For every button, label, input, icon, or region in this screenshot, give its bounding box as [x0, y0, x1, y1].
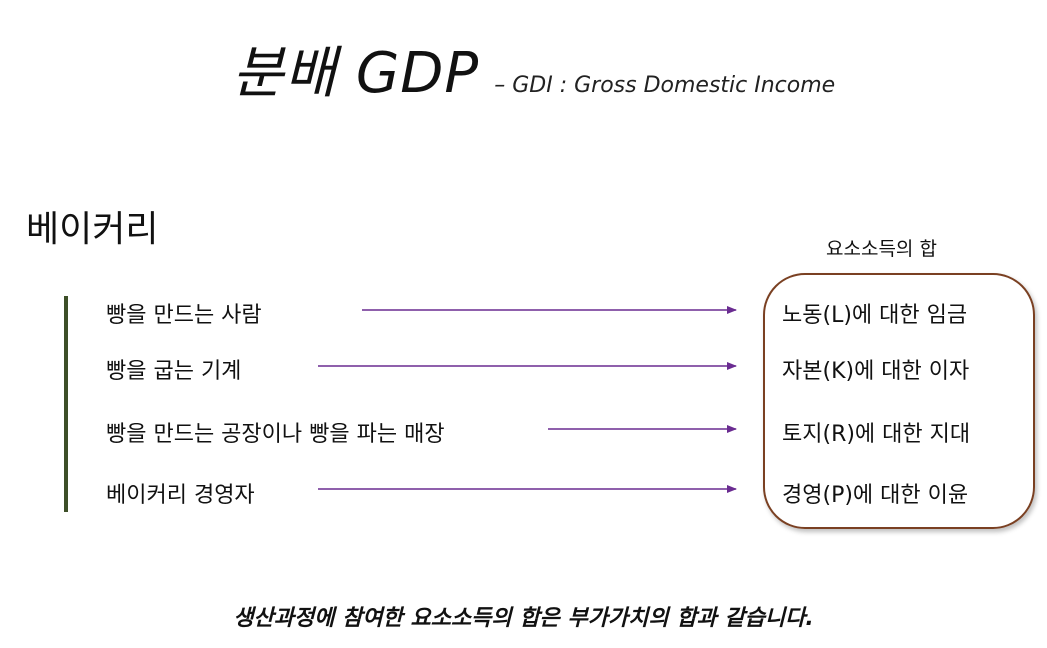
- right-item-interest: 자본(K)에 대한 이자: [782, 359, 970, 384]
- page-title: 분배 GDP – GDI : Gross Domestic Income: [232, 28, 835, 109]
- left-item-land: 빵을 만드는 공장이나 빵을 파는 매장: [106, 422, 445, 447]
- left-item-labor: 빵을 만드는 사람: [106, 303, 262, 328]
- left-item-entrepreneur: 베이커리 경영자: [106, 483, 255, 508]
- title-main: 분배 GDP: [232, 41, 480, 106]
- factor-income-sum-label: 요소소득의 합: [826, 238, 937, 260]
- vertical-bar: [64, 296, 68, 512]
- footer-statement: 생산과정에 참여한 요소소득의 합은 부가가치의 합과 같습니다.: [233, 606, 814, 631]
- right-item-profit: 경영(P)에 대한 이윤: [782, 483, 969, 508]
- left-item-capital: 빵을 굽는 기계: [106, 359, 242, 384]
- right-item-rent: 토지(R)에 대한 지대: [782, 422, 971, 447]
- right-item-wage: 노동(L)에 대한 임금: [782, 303, 968, 328]
- factor-income-box: [763, 273, 1035, 529]
- title-subtitle: – GDI : Gross Domestic Income: [494, 73, 836, 98]
- company-heading: 베이커리: [26, 209, 159, 250]
